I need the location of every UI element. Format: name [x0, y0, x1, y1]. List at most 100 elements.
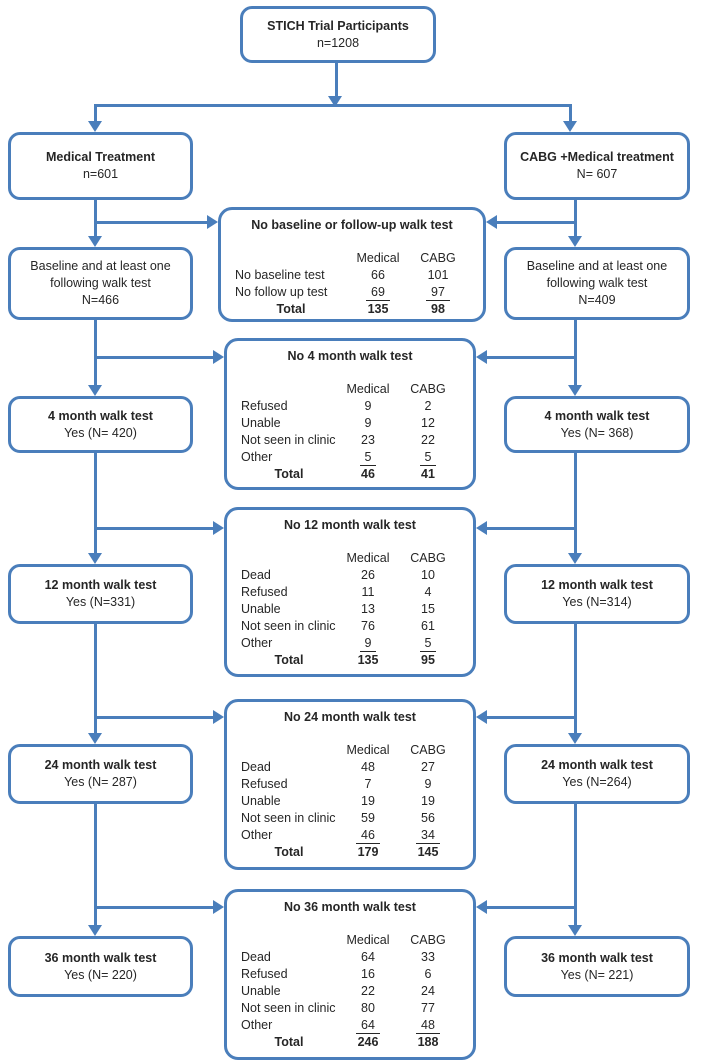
exclusion-box-12month: No 12 month walk test Medical CABG Dead … — [224, 507, 476, 677]
total-label: Total — [274, 1035, 304, 1049]
left-box-baseline: Baseline and at least one following walk… — [8, 247, 193, 320]
cell-cabg: 61 — [421, 619, 435, 633]
underlined-value: 97 — [426, 285, 450, 301]
row-label: Not seen in clinic — [241, 811, 336, 825]
box-title: STICH Trial Participants — [267, 18, 409, 33]
row-label: Dead — [241, 568, 271, 582]
underlined-value: 34 — [416, 828, 440, 844]
top-box-trial-participants: STICH Trial Participants n=1208 — [240, 6, 436, 63]
column-header-cabg: CABG — [410, 551, 446, 565]
cell-medical: 80 — [361, 1001, 375, 1015]
cell-cabg: 5 — [399, 449, 457, 466]
cell-medical: 22 — [361, 984, 375, 998]
cell-medical: 9 — [364, 399, 372, 413]
connector-line — [569, 104, 572, 124]
table-row: No follow up test 69 97 — [221, 284, 483, 301]
arrow-right-icon — [213, 900, 224, 914]
box-line: following walk test — [50, 276, 151, 290]
left-box-12month: 12 month walk test Yes (N=331) — [8, 564, 193, 624]
total-medical: 179 — [357, 845, 379, 859]
right-box-24month: 24 month walk test Yes (N=264) — [504, 744, 690, 804]
table-total-row: Total 46 41 — [227, 466, 473, 483]
left-box-36month: 36 month walk test Yes (N= 220) — [8, 936, 193, 997]
cell-cabg: 34 — [399, 827, 457, 844]
box-n: N=409 — [578, 293, 616, 307]
cell-medical: 66 — [371, 268, 385, 282]
box-title: 12 month walk test — [44, 578, 157, 592]
arrow-down-icon — [328, 96, 342, 107]
box-n: Yes (N= 287) — [64, 775, 137, 789]
cell-cabg: 24 — [421, 984, 435, 998]
row-label: Unable — [241, 984, 281, 998]
connector-line — [574, 453, 577, 554]
total-cabg: 95 — [421, 653, 435, 667]
table-row: Unable 13 15 — [227, 601, 473, 618]
cell-cabg: 33 — [421, 950, 435, 964]
row-label: Refused — [241, 967, 288, 981]
cell-cabg: 2 — [424, 399, 432, 413]
table-total-row: Total 135 95 — [227, 652, 473, 669]
box-title: 36 month walk test — [44, 950, 157, 965]
box-n: Yes (N=264) — [562, 775, 632, 789]
cell-medical: 59 — [361, 811, 375, 825]
cell-cabg: 6 — [424, 967, 432, 981]
total-cabg: 41 — [421, 467, 435, 481]
cell-medical: 64 — [337, 1017, 399, 1034]
total-medical: 135 — [357, 653, 379, 667]
connector-line — [95, 104, 572, 107]
total-label: Total — [274, 845, 304, 859]
column-header-medical: Medical — [346, 382, 390, 396]
cell-medical: 19 — [361, 794, 375, 808]
column-header-medical: Medical — [356, 251, 400, 265]
table-row: Refused 7 9 — [227, 776, 473, 793]
cell-cabg: 27 — [421, 760, 435, 774]
arrow-left-icon — [476, 521, 487, 535]
underlined-value: 48 — [416, 1018, 440, 1034]
table-row: Unable 9 12 — [227, 415, 473, 432]
table-header-row: Medical CABG — [227, 550, 473, 567]
connector-line — [95, 356, 213, 359]
column-header-cabg: CABG — [410, 933, 446, 947]
box-title: 4 month walk test — [544, 408, 650, 423]
table-total-row: Total 246 188 — [227, 1034, 473, 1051]
column-header-medical: Medical — [346, 551, 390, 565]
arrow-down-icon — [568, 236, 582, 247]
right-box-4month: 4 month walk test Yes (N= 368) — [504, 396, 690, 453]
connector-line — [95, 527, 213, 530]
right-box-12month: 12 month walk test Yes (N=314) — [504, 564, 690, 624]
table-total-row: Total 135 98 — [221, 301, 483, 318]
right-box-36month: 36 month walk test Yes (N= 221) — [504, 936, 690, 997]
connector-line — [574, 804, 577, 926]
table-header-row: Medical CABG — [227, 742, 473, 759]
cell-medical: 16 — [361, 967, 375, 981]
connector-line — [497, 221, 575, 224]
box-n: Yes (N=314) — [562, 595, 632, 609]
arrow-right-icon — [213, 521, 224, 535]
table-row: Not seen in clinic 23 22 — [227, 432, 473, 449]
cell-cabg: 22 — [421, 433, 435, 447]
arrow-down-icon — [88, 925, 102, 936]
cell-medical: 13 — [361, 602, 375, 616]
cell-cabg: 12 — [421, 416, 435, 430]
row-label: Unable — [241, 602, 281, 616]
cell-cabg: 15 — [421, 602, 435, 616]
cell-medical: 76 — [361, 619, 375, 633]
connector-line — [574, 200, 577, 238]
connector-line — [487, 716, 575, 719]
connector-line — [94, 804, 97, 926]
spacer — [235, 250, 347, 267]
table-row: Not seen in clinic 59 56 — [227, 810, 473, 827]
exclusion-title: No 24 month walk test — [284, 710, 416, 724]
table-row: Not seen in clinic 76 61 — [227, 618, 473, 635]
row-label: Refused — [241, 777, 288, 791]
underlined-value: 46 — [356, 828, 380, 844]
column-header-cabg: CABG — [410, 743, 446, 757]
table-row: Dead 64 33 — [227, 949, 473, 966]
table-header-row: Medical CABG — [227, 381, 473, 398]
connector-line — [95, 716, 213, 719]
cell-medical: 23 — [361, 433, 375, 447]
box-title: 36 month walk test — [541, 950, 653, 965]
box-title: Medical Treatment — [45, 150, 156, 164]
arrow-left-icon — [486, 215, 497, 229]
arrow-down-icon — [568, 925, 582, 936]
